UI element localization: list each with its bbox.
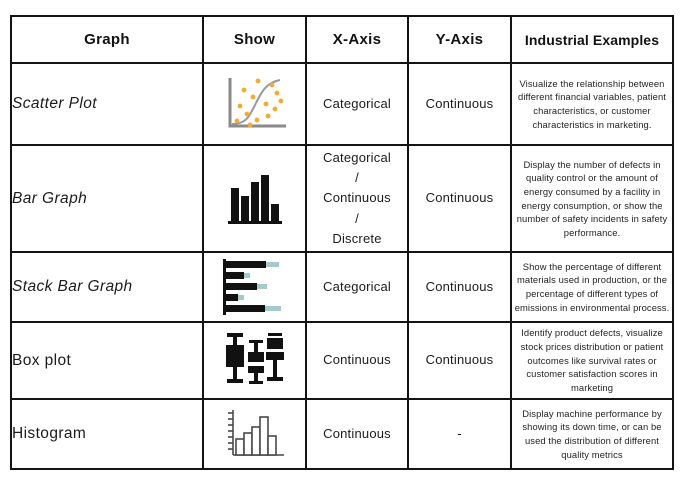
table-row-bar-graph: Bar Graph Categorical / Continuous / [10,144,674,253]
y-axis-value: Continuous [407,62,512,146]
graph-icon-cell [202,398,307,470]
col-header-industrial-examples: Industrial Examples [510,15,674,64]
graph-icon-cell [202,144,307,253]
graph-icon-cell [202,62,307,146]
graph-name: Box plot [10,321,204,400]
x-axis-value: Continuous [305,398,409,470]
stacked-bar-graph-icon [222,259,281,315]
x-axis-value: Categorical / Continuous / Discrete [305,144,409,253]
y-axis-value: Continuous [407,251,512,323]
histogram-icon [227,410,284,456]
industrial-example: Visualize the relationship between diffe… [510,62,674,146]
table-row-histogram: Histogram [10,398,674,470]
y-axis-value: - [407,398,512,470]
table-row-stack-bar-graph: Stack Bar Graph [10,251,674,323]
chart-types-table: Graph Show X-Axis Y-Axis Industrial Exam… [10,15,674,470]
x-axis-value: Categorical [305,62,409,146]
graph-icon-cell [202,251,307,323]
table-body: Scatter Plot [10,62,674,470]
y-axis-value: Continuous [407,144,512,253]
industrial-example: Display machine performance by showing i… [510,398,674,470]
col-header-graph: Graph [10,15,204,64]
y-axis-value: Continuous [407,321,512,400]
box-plot-icon [225,332,284,384]
graph-icon-cell [202,321,307,400]
table-row-box-plot: Box plot [10,321,674,400]
industrial-example: Identify product defects, visualize stoc… [510,321,674,400]
graph-name: Histogram [10,398,204,470]
x-axis-value: Continuous [305,321,409,400]
scatter-dots [234,78,283,128]
bar-graph-icon [227,174,282,224]
col-header-y-axis: Y-Axis [407,15,512,64]
table-header: Graph Show X-Axis Y-Axis Industrial Exam… [10,15,674,64]
header-row: Graph Show X-Axis Y-Axis Industrial Exam… [10,15,674,64]
graph-name: Stack Bar Graph [10,251,204,323]
industrial-example: Display the number of defects in quality… [510,144,674,253]
industrial-example: Show the percentage of different materia… [510,251,674,323]
stack-segments [237,262,281,311]
table-row-scatter-plot: Scatter Plot [10,62,674,146]
col-header-show: Show [202,15,307,64]
graph-name: Bar Graph [10,144,204,253]
graph-name: Scatter Plot [10,62,204,146]
scatter-plot-icon [228,78,286,128]
col-header-x-axis: X-Axis [305,15,409,64]
x-axis-value: Categorical [305,251,409,323]
